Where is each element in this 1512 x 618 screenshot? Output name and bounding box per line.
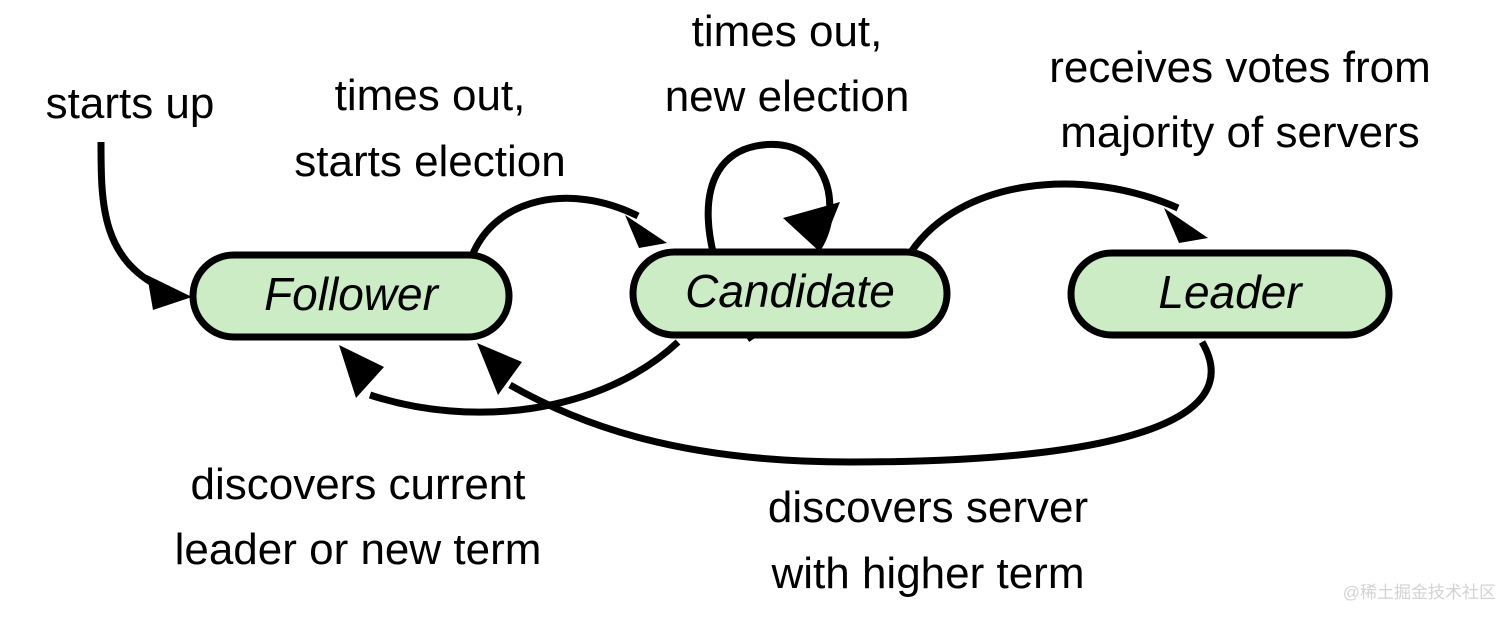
node-candidate[interactable]: Candidate (629, 248, 951, 339)
edge-leader-to-follower (477, 340, 1215, 466)
edge-candidate-to-follower (339, 339, 681, 416)
edge-label-discovers-current-leader: discovers current leader or new term (175, 460, 542, 574)
edge-label-discovers-current-leader-line2: leader or new term (175, 525, 542, 574)
watermark: @稀土掘金技术社区 (1343, 583, 1496, 602)
edge-follower-to-candidate-arrowhead (625, 215, 667, 248)
edge-candidate-to-leader (908, 180, 1208, 254)
node-follower-shape[interactable] (189, 251, 513, 341)
node-candidate-label: Candidate (685, 265, 895, 317)
edge-candidate-to-leader-path (908, 180, 1180, 254)
edge-follower-to-candidate (468, 194, 667, 258)
edge-label-discovers-server-higher-term-line2: with higher term (770, 549, 1084, 598)
edge-label-starts-up: starts up (46, 79, 215, 128)
edge-candidate-self-loop-arrowhead (783, 202, 840, 252)
edge-label-times-out-new-election: times out, new election (665, 7, 910, 121)
edge-label-times-out-new-election-line2: new election (665, 72, 910, 121)
node-leader[interactable]: Leader (1067, 249, 1393, 339)
node-leader-shape[interactable] (1067, 249, 1393, 339)
edge-label-times-out-new-election-line1: times out, (692, 7, 883, 56)
edge-label-times-out-starts-election-line2: starts election (294, 137, 565, 186)
edge-label-discovers-server-higher-term: discovers server with higher term (768, 483, 1088, 598)
edge-label-discovers-server-higher-term-line1: discovers server (768, 483, 1088, 532)
edge-start-to-follower (97, 141, 192, 310)
node-follower[interactable]: Follower (189, 251, 513, 341)
edge-label-receives-votes-line1: receives votes from (1049, 43, 1430, 92)
edge-label-times-out-starts-election-line1: times out, (335, 71, 526, 120)
node-candidate-shape[interactable] (629, 248, 951, 339)
edge-candidate-to-follower-path (368, 339, 681, 416)
edge-label-discovers-current-leader-line1: discovers current (190, 460, 525, 509)
edge-leader-to-follower-arrowhead (477, 343, 522, 395)
edge-candidate-to-follower-arrowhead (339, 345, 384, 398)
node-leader-label: Leader (1158, 266, 1303, 318)
edge-label-receives-votes-line2: majority of servers (1060, 108, 1419, 157)
edge-follower-to-candidate-path (468, 194, 640, 258)
edge-start-to-follower-arrowhead (147, 275, 192, 310)
edge-label-receives-votes: receives votes from majority of servers (1049, 43, 1430, 157)
edge-candidate-to-leader-arrowhead (1164, 208, 1208, 243)
edge-label-times-out-starts-election: times out, starts election (294, 71, 565, 186)
node-follower-label: Follower (264, 268, 440, 320)
edge-leader-to-follower-path (508, 340, 1215, 466)
edge-start-to-follower-path (97, 141, 170, 295)
